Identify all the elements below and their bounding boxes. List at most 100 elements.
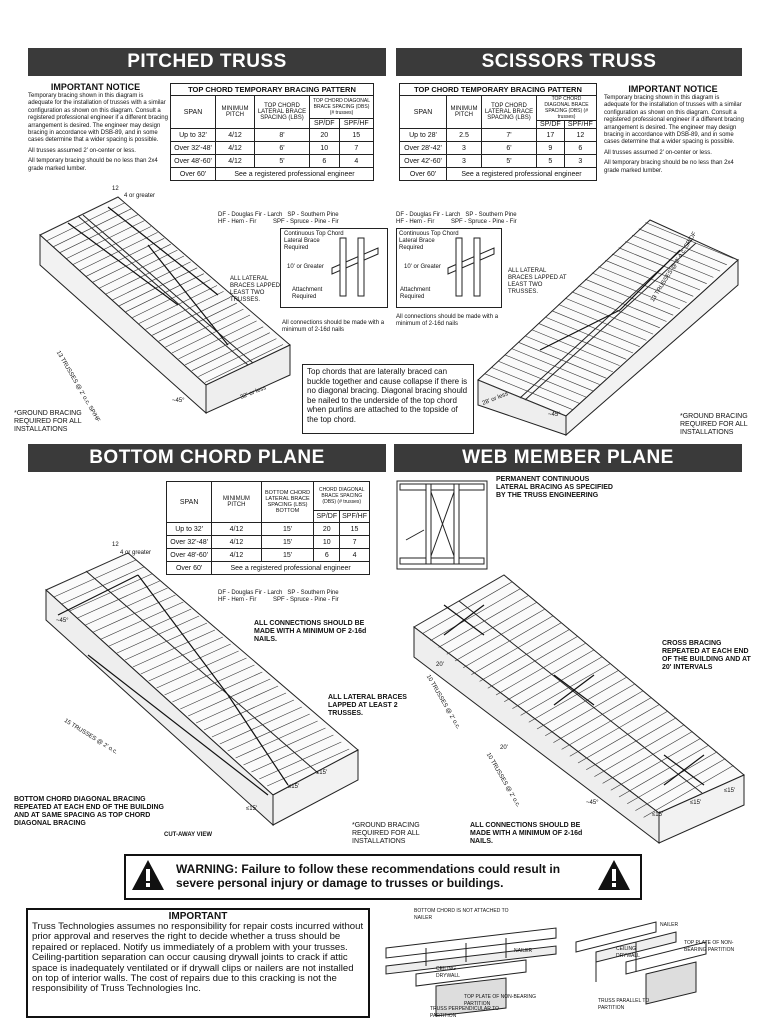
truss-rafter (148, 643, 231, 682)
cell: 5 (536, 154, 565, 168)
truss-rafter (438, 595, 529, 648)
truss-rafter (251, 734, 334, 773)
cutaway-label: CUT-AWAY VIEW (164, 832, 213, 838)
angle-dimension: ~45° (548, 412, 561, 418)
web-member-title: WEB MEMBER PLANE (394, 444, 742, 472)
truss-rafter (558, 304, 647, 341)
truss-rafter (504, 649, 595, 703)
connections-note: All connections should be made with a mi… (396, 314, 499, 327)
col-header-spfhf: SPF/HF (338, 118, 375, 129)
truss-rafter (591, 272, 681, 310)
cell: 6 (309, 154, 340, 168)
table-row: Over 48'-60' 4/12 5' 6 4 (170, 154, 375, 168)
truss-rafter (625, 241, 714, 278)
truss-rafter (618, 744, 710, 798)
angle-dimension: ~45° (56, 618, 69, 624)
truss-rafter (93, 594, 176, 633)
table-row: Over 60' See a registered professional e… (165, 561, 370, 575)
drawing-label: TOP PLATE OF NON-BEARING PARTITION (684, 940, 735, 953)
cell: 15 (338, 128, 375, 142)
angle-dimension: ~45° (172, 398, 185, 404)
cell: 4/12 (215, 154, 255, 168)
truss-rafter (511, 348, 600, 385)
notice-paragraph: Temporary bracing shown in this diagram … (604, 95, 744, 146)
table-row: Over 28'-42' 3 6' 9 6 (399, 141, 598, 155)
cell: 9 (536, 141, 565, 155)
col-header-pitch: MINIMUM PITCH (215, 95, 255, 129)
col-header-spdf: SP/DF (309, 118, 340, 129)
truss-rafter (61, 566, 144, 605)
cell: See a registered professional engineer (446, 167, 597, 181)
truss-rafter (198, 338, 277, 377)
spacing-dim: ≤15' (652, 812, 664, 818)
truss-rafter (528, 669, 619, 723)
truss-rafter (538, 323, 627, 360)
scissors-truss-title: SCISSORS TRUSS (396, 48, 742, 76)
pitch-note: 4 or greater (120, 550, 152, 556)
drawing-label: CEILING DRYWALL (616, 946, 640, 959)
cell: 5' (254, 154, 310, 168)
cell: Over 42'-60' (399, 154, 447, 168)
col-header-diag: TOP CHORD DIAGONAL BRACE SPACING (DBS) (… (309, 94, 374, 120)
truss-rafter (643, 765, 734, 818)
detail-label: 10' or Greater (287, 264, 324, 270)
truss-rafter (178, 320, 257, 360)
diagonal-bracing-callout: Top chords that are laterally braced can… (302, 364, 474, 434)
truss-rafter (471, 622, 562, 675)
truss-rafter (512, 656, 603, 709)
ground-bracing-note: *GROUND BRACING REQUIRED FOR ALL INSTALL… (14, 410, 82, 433)
spacing-dim: ≤15' (316, 770, 328, 776)
truss-rafter (85, 587, 168, 626)
ground-bracing-note: *GROUND BRACING REQUIRED FOR ALL INSTALL… (680, 413, 748, 436)
truss-rafter (422, 581, 513, 635)
cell: Over 48'-60' (170, 154, 216, 168)
bottom-chord-title: BOTTOM CHORD PLANE (28, 444, 386, 472)
lapped-note: ALL LATERAL BRACES LAPPED AT LEAST 2 TRU… (328, 694, 407, 717)
pitched-truss-title: PITCHED TRUSS (28, 48, 386, 76)
drawing-label: NAILER (514, 948, 533, 954)
scissors-truss-drawing (477, 219, 739, 437)
truss-rafter (66, 220, 145, 259)
col-header-pitch: MINIMUM PITCH (446, 95, 482, 129)
important-text: Truss Technologies assumes no responsibi… (32, 921, 364, 995)
cell: Up to 32' (170, 128, 216, 142)
table-row: Over 32'-48' 4/12 6' 10 7 (170, 141, 375, 155)
truss-rafter (571, 291, 660, 329)
truss-rafter (454, 608, 546, 662)
truss-rafter (204, 344, 284, 383)
table-row: Up to 28' 2.5 7' 17 12 (399, 128, 598, 142)
col-header-pitch: MINIMUM PITCH (211, 481, 262, 523)
truss-rafter (112, 261, 191, 301)
truss-rafter (77, 580, 160, 619)
truss-rafter (487, 635, 578, 689)
truss-rafter (551, 310, 640, 347)
table-caption: TOP CHORD TEMPORARY BRACING PATTERN (170, 83, 374, 96)
truss-rafter (479, 629, 570, 682)
truss-rafter (645, 222, 734, 259)
truss-rafter (545, 683, 636, 737)
cell: 15' (260, 522, 315, 536)
connections-note: All connections should be made with a mi… (282, 320, 385, 333)
truss-rafter (227, 713, 310, 752)
cell: 5' (481, 154, 537, 168)
truss-rafter (99, 249, 178, 289)
col-header-spdf: SP/DF (313, 509, 341, 524)
warning-icon (132, 860, 164, 890)
truss-rafter (101, 601, 184, 640)
truss-rafter (585, 278, 674, 316)
truss-rafter (627, 751, 718, 805)
truss-rafter (638, 228, 727, 266)
notice-paragraph: All temporary bracing should be no less … (28, 158, 158, 172)
pitch-value: 12 (112, 542, 119, 548)
pitched-notice-title: IMPORTANT NOTICE (50, 82, 141, 92)
cell: 10 (309, 141, 340, 155)
cell: 3 (563, 154, 598, 168)
wood-species-legend: DF - Douglas Fir - Larch SP - Southern P… (396, 212, 517, 225)
drawing-label: BOTTOM CHORD IS NOT ATTACHED TO NAILER (414, 908, 509, 921)
col-header-spdf: SP/DF (536, 120, 565, 129)
truss-rafter (45, 552, 129, 591)
truss-rafter (605, 260, 694, 297)
spacing-dim: ≤15' (246, 806, 258, 812)
drawing-label: TOP PLATE OF NON-BEARING PARTITION (464, 994, 536, 1007)
truss-rafter (152, 297, 231, 336)
